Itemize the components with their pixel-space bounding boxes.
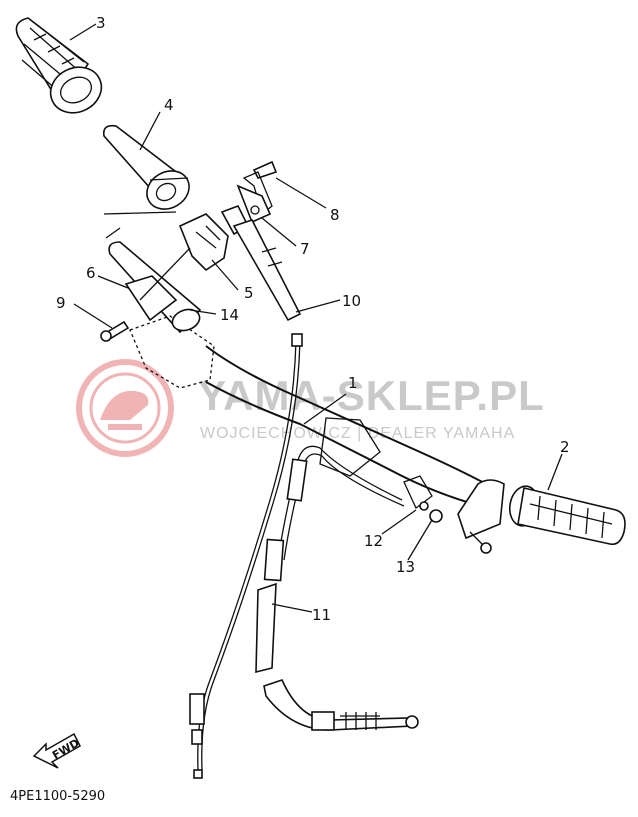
part-6-14-lever-assembly: [108, 241, 215, 389]
callout-12: 12: [364, 532, 383, 550]
callout-8: 8: [330, 206, 340, 224]
fwd-arrow-icon: FWD: [32, 732, 81, 769]
part-9-bolt: [100, 320, 130, 342]
part-4-throttle-tube: [102, 124, 190, 210]
callout-2: 2: [560, 438, 570, 456]
callout-6: 6: [86, 264, 96, 282]
callout-13: 13: [396, 558, 415, 576]
callouts: 1 2 3 4 5 6 7 8 9 10 11 12 13 14: [56, 14, 570, 624]
callout-3: 3: [96, 14, 106, 32]
part-10-cable-upper: [220, 204, 302, 322]
part-code: 4PE1100-5290: [10, 789, 105, 804]
callout-14: 14: [220, 306, 239, 324]
watermark-brand: YAMA-SKLEP.PL: [198, 372, 545, 419]
callout-4: 4: [164, 96, 174, 114]
callout-10: 10: [342, 292, 361, 310]
watermark-logo-icon: [76, 359, 174, 457]
callout-1: 1: [348, 374, 358, 392]
callout-7: 7: [300, 240, 310, 258]
leader-lines: [69, 23, 563, 613]
watermark: YAMA-SKLEP.PL WOJCIECHOWICZ | DEALER YAM…: [76, 359, 545, 457]
part-1-handlebar: [205, 345, 497, 511]
part-2-grip: [457, 479, 626, 546]
part-7-bracket: [236, 184, 272, 224]
callout-9: 9: [56, 294, 66, 312]
callout-11: 11: [312, 606, 331, 624]
callout-5: 5: [244, 284, 254, 302]
part-11-clutch-cable: [255, 445, 419, 731]
part-3-grip: [15, 17, 103, 114]
part-5-housing: [178, 213, 229, 272]
part-12-13-adjuster: [419, 501, 492, 554]
throttle-cable: [189, 333, 303, 779]
watermark-tagline: WOJCIECHOWICZ | DEALER YAMAHA: [200, 425, 515, 442]
